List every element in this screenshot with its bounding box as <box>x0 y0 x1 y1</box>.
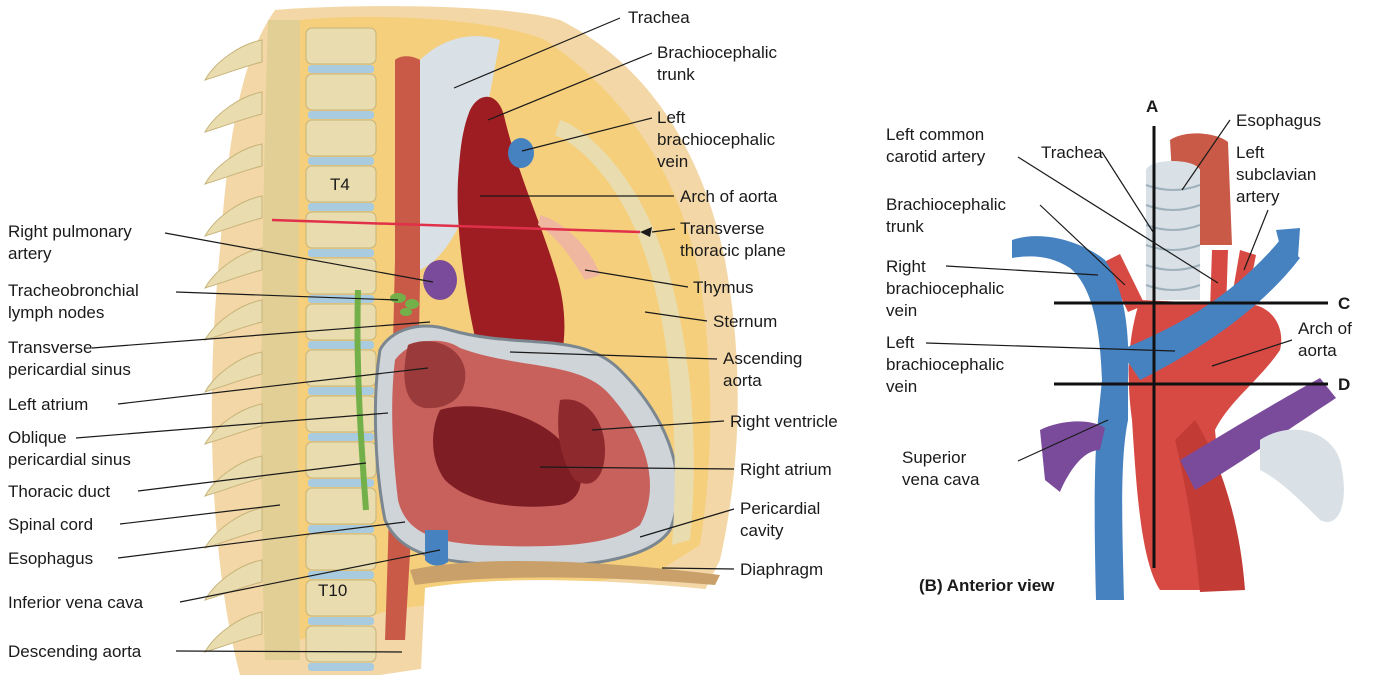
panel-b-anterior-view: A C D Left common carotid artery Trachea… <box>886 97 1357 600</box>
intervertebral-disc <box>308 341 374 349</box>
ivc <box>425 530 448 566</box>
plane-letter-a: A <box>1146 97 1158 116</box>
label-tracheobronchial-lymph-nodes: Tracheobronchial lymph nodes <box>8 281 143 322</box>
label-arch-of-aorta-b: Arch of aorta <box>1298 319 1357 360</box>
plane-letter-d: D <box>1338 375 1350 394</box>
label-left-brachiocephalic-vein-a: Left brachiocephalic vein <box>657 108 780 171</box>
label-superior-vena-cava: Superior vena cava <box>902 448 980 489</box>
plane-letter-c: C <box>1338 294 1350 313</box>
vertebral-canal <box>261 20 300 660</box>
vertebral-body <box>306 396 376 432</box>
intervertebral-disc <box>308 387 374 395</box>
label-right-ventricle: Right ventricle <box>730 412 838 431</box>
label-trachea-b: Trachea <box>1041 143 1103 162</box>
label-inferior-vena-cava: Inferior vena cava <box>8 593 144 612</box>
intervertebral-disc <box>308 65 374 73</box>
intervertebral-disc <box>308 111 374 119</box>
intervertebral-disc <box>308 663 374 671</box>
label-left-subclavian-artery: Left subclavian artery <box>1236 143 1321 206</box>
vertebral-body <box>306 28 376 64</box>
label-left-brachiocephalic-vein-b: Left brachiocephalic vein <box>886 333 1009 396</box>
label-oblique-pericardial-sinus: Oblique pericardial sinus <box>8 428 131 469</box>
abdomen-cavity <box>420 580 715 685</box>
label-esophagus: Esophagus <box>8 549 93 568</box>
pulmonary-artery-section <box>423 260 457 300</box>
intervertebral-disc <box>308 249 374 257</box>
label-esophagus-b: Esophagus <box>1236 111 1321 130</box>
vertebral-body <box>306 626 376 662</box>
label-right-atrium: Right atrium <box>740 460 832 479</box>
vertebral-body <box>306 304 376 340</box>
label-arch-of-aorta-a: Arch of aorta <box>680 187 778 206</box>
right-brachiocephalic-vein-b <box>1012 236 1128 600</box>
panel-b-caption: (B) Anterior view <box>919 576 1055 595</box>
label-thoracic-duct: Thoracic duct <box>8 482 110 501</box>
label-left-atrium: Left atrium <box>8 395 88 414</box>
label-spinal-cord: Spinal cord <box>8 515 93 534</box>
vertebra-label-t4: T4 <box>330 175 350 194</box>
label-left-common-carotid-artery: Left common carotid artery <box>886 125 989 166</box>
intervertebral-disc <box>308 525 374 533</box>
label-brachiocephalic-trunk-b: Brachiocephalic trunk <box>886 195 1011 236</box>
intervertebral-disc <box>308 157 374 165</box>
label-sternum: Sternum <box>713 312 777 331</box>
label-brachiocephalic-trunk-a: Brachiocephalic trunk <box>657 43 782 84</box>
label-thymus: Thymus <box>693 278 753 297</box>
intervertebral-disc <box>308 617 374 625</box>
brachiocephalic-vein-section <box>508 138 534 168</box>
vertebral-body <box>306 120 376 156</box>
label-diaphragm: Diaphragm <box>740 560 823 579</box>
vertebra-label-t10: T10 <box>318 581 347 600</box>
vertebral-body <box>306 212 376 248</box>
label-descending-aorta: Descending aorta <box>8 642 142 661</box>
label-transverse-pericardial-sinus: Transverse pericardial sinus <box>8 338 131 379</box>
intervertebral-disc <box>308 203 374 211</box>
vertebral-body <box>306 74 376 110</box>
label-pericardial-cavity: Pericardial cavity <box>740 499 825 540</box>
bronchus-b <box>1260 430 1344 522</box>
vertebral-body <box>306 258 376 294</box>
label-trachea-a: Trachea <box>628 8 690 27</box>
label-right-pulmonary-artery: Right pulmonary artery <box>8 222 137 263</box>
